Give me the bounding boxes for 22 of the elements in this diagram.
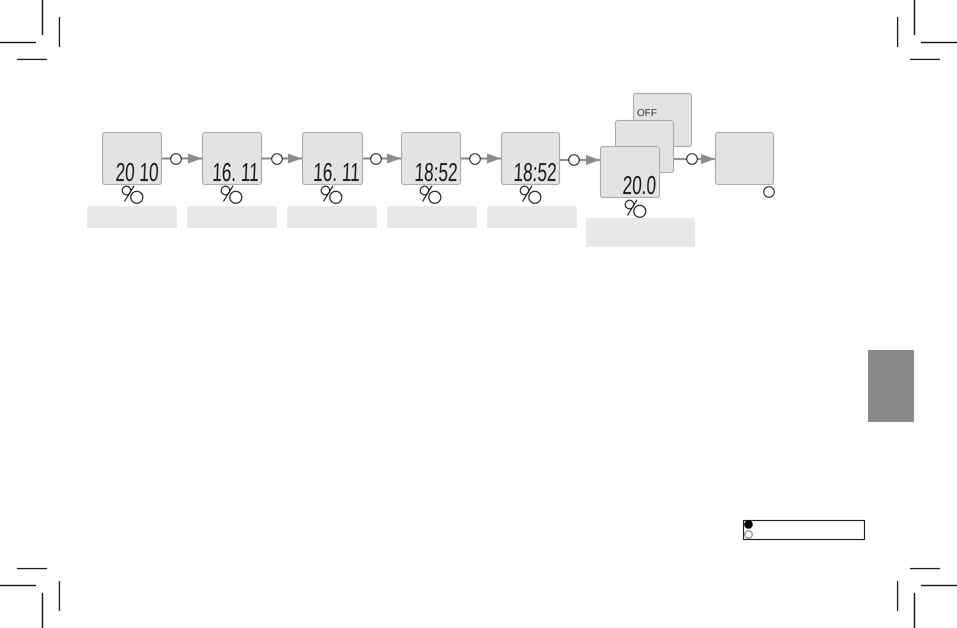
lcd-screen [401,132,461,185]
arrow [363,154,401,164]
arrow [262,154,302,164]
display-readout: 18:52 [513,161,558,183]
lcd-screen [102,132,162,185]
arrow [162,154,202,164]
arrow [461,154,501,164]
lcd-screen [600,146,660,198]
lcd-screen [302,132,363,185]
arrow [560,155,600,165]
lcd-screen [501,132,560,185]
display-readout: 20.0 [622,174,658,196]
display-readout: 16. 11 [212,161,260,183]
arrow [674,154,715,164]
display-readout: 16. 11 [312,161,360,183]
display-readout: 18:52 [414,161,458,183]
lcd-screen [633,93,692,120]
blank-lcd-screen [715,132,774,185]
display-readout: OFF [637,109,657,119]
display-readout: 20 10 [115,161,160,183]
blank-lcd-screen [615,120,674,146]
lcd-screen [202,132,262,185]
